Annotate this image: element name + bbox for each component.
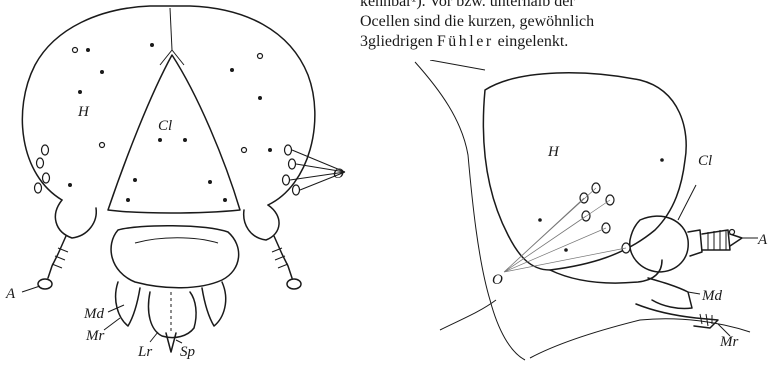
mandible-left — [116, 282, 140, 326]
figure-front-view: H Cl O A Md Mr Lr Sp — [0, 0, 350, 365]
labrum-inner — [135, 238, 218, 243]
label-Mr: Mr — [85, 328, 104, 344]
label-Lr: Lr — [137, 344, 152, 360]
epicranial-suture — [170, 8, 172, 50]
leader-Lr — [150, 332, 158, 342]
body-lower — [440, 300, 750, 358]
side-leader-Cl — [678, 185, 696, 220]
side-clypeus — [630, 216, 688, 272]
text-line-3-end: eingelenkt. — [498, 33, 569, 50]
side-label-Mr: Mr — [719, 334, 738, 350]
gena-right — [244, 205, 279, 240]
label-Md: Md — [83, 306, 104, 322]
side-label-Md: Md — [701, 288, 722, 304]
antenna-right-tip — [287, 279, 301, 289]
suture-fork — [160, 50, 184, 65]
body-text: kennbar¹). Vor bzw. unterhalb der Ocelle… — [360, 0, 766, 52]
mandible-right — [202, 282, 226, 326]
ocelli-left — [35, 145, 50, 193]
side-ocelli — [580, 183, 630, 253]
side-leader-Md — [688, 292, 700, 294]
text-line-2: Ocellen sind die kurzen, gewöhnlich — [360, 12, 766, 32]
label-Sp: Sp — [180, 344, 196, 360]
leader-Sp — [176, 340, 182, 343]
side-gena — [550, 260, 662, 283]
antenna-left-tip — [38, 279, 52, 289]
text-line-1: kennbar¹). Vor bzw. unterhalb der — [360, 0, 766, 12]
spinneret — [166, 333, 176, 352]
side-antenna-base — [688, 230, 702, 256]
side-label-A: A — [757, 232, 768, 248]
head-capsule-outline — [22, 6, 315, 205]
side-head-outline — [483, 73, 686, 270]
text-line-3: 3gliedrigen Fühler eingelenkt. — [360, 32, 766, 52]
leader-A — [22, 286, 40, 292]
side-label-Cl: Cl — [698, 153, 712, 169]
label-O: O — [333, 166, 344, 182]
label-Cl: Cl — [158, 118, 172, 134]
gena-left — [55, 200, 96, 238]
side-mandible — [648, 278, 692, 309]
figure-side-view: H Cl A Md Mr O — [400, 60, 770, 365]
text-line-3-start: 3gliedrigen — [360, 33, 433, 50]
label-H: H — [77, 104, 90, 120]
side-antenna-tip — [730, 234, 742, 246]
labium — [149, 292, 197, 338]
leader-Mr — [104, 318, 120, 330]
label-A: A — [5, 286, 16, 302]
labrum-plate — [111, 226, 239, 288]
side-label-O: O — [492, 272, 503, 288]
clypeus-outline — [108, 55, 240, 213]
side-label-H: H — [547, 144, 560, 160]
spaced-word: Fühler — [437, 33, 494, 50]
